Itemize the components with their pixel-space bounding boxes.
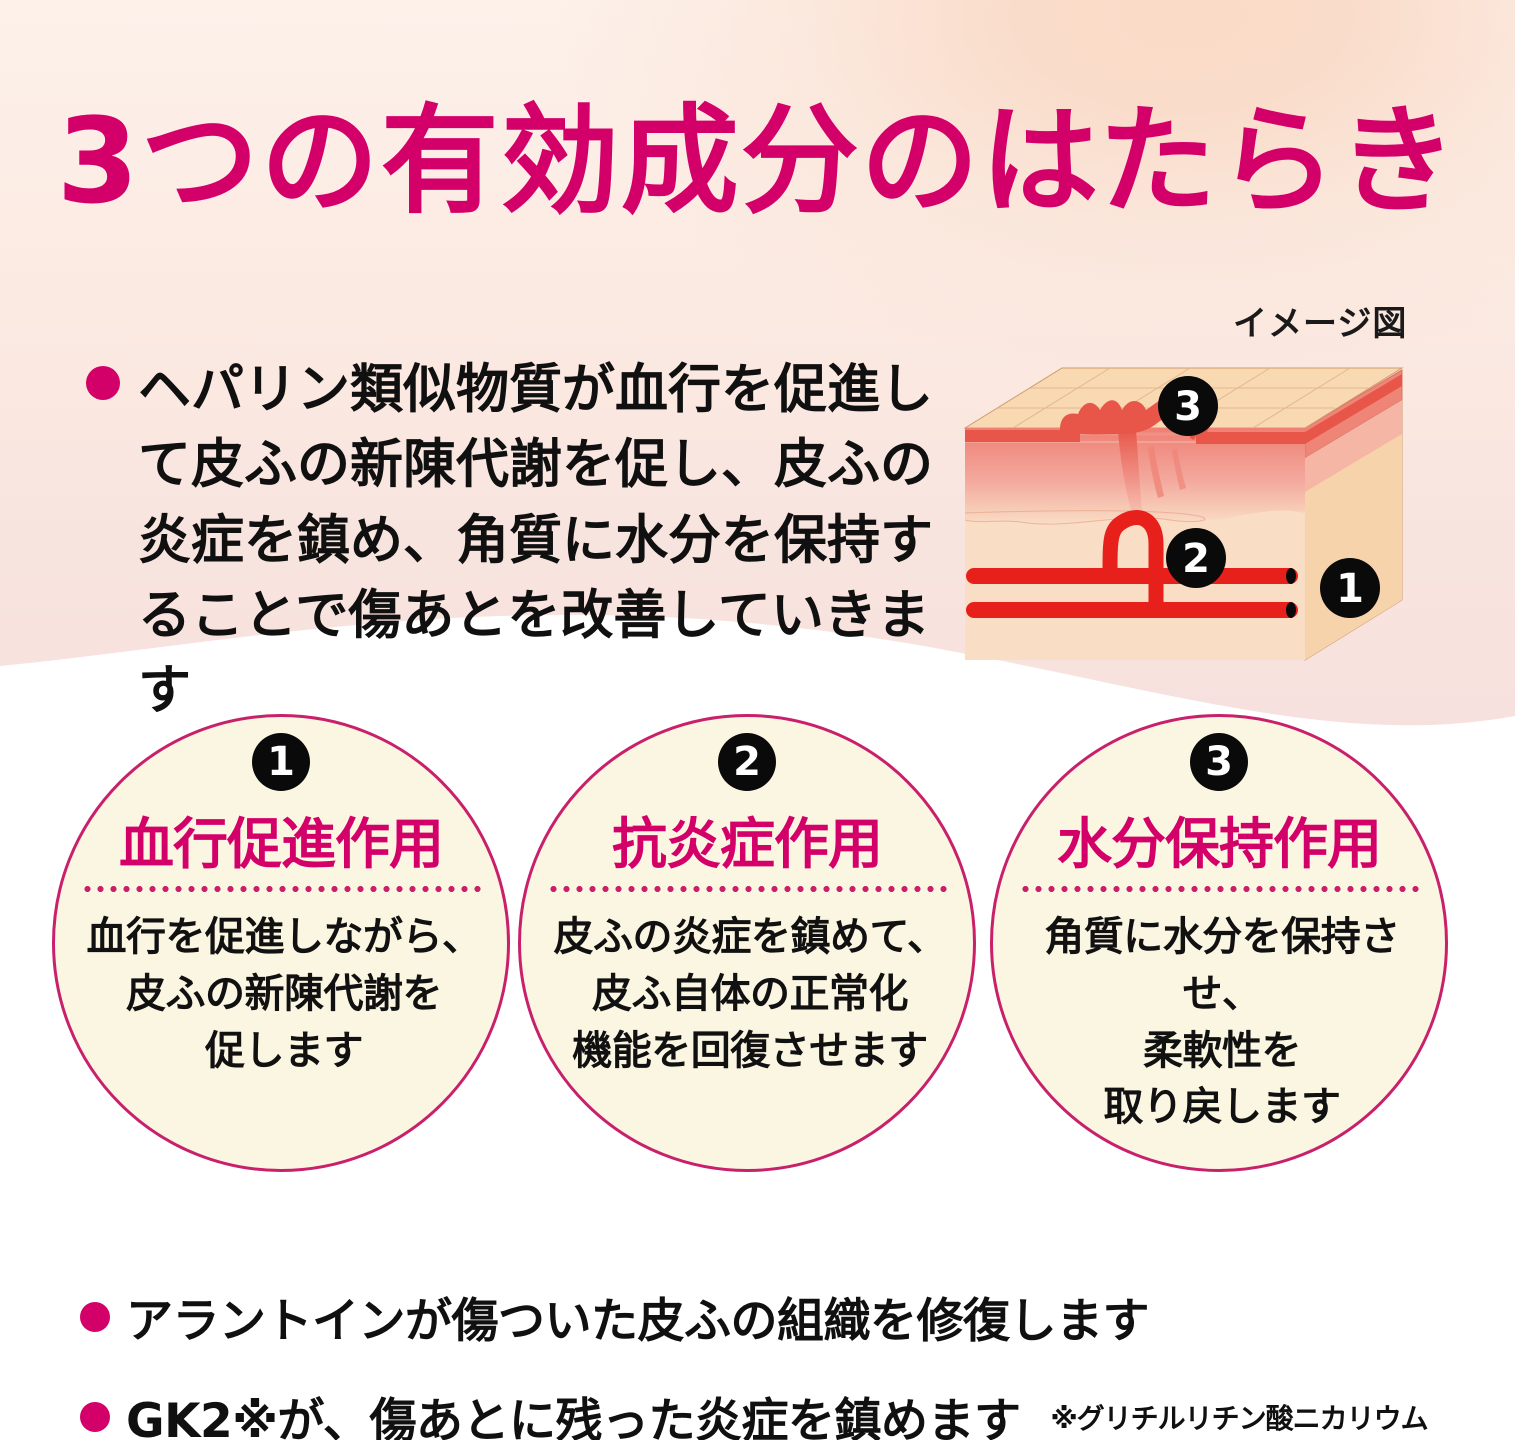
benefit-divider-2 — [547, 885, 953, 893]
benefit-title-1: 血行促進作用 — [118, 812, 444, 876]
benefit-body-3: 角質に水分を保持させ、 柔軟性を 取り戻します — [1044, 914, 1400, 1131]
svg-text:3: 3 — [1174, 384, 1202, 430]
footer-bullet-2-note: ※グリチルリチン酸ニカリウム — [1050, 1401, 1428, 1435]
lead-paragraph-text: ヘパリン類似物質が血行を促進して皮ふの新陳代謝を促し、皮ふの炎症を鎮め、角質に水… — [138, 359, 933, 721]
benefit-circle-3[interactable]: 3 水分保持作用 角質に水分を保持させ、 柔軟性を 取り戻します — [990, 714, 1448, 1172]
benefit-body-1: 血行を促進しながら、 皮ふの新陳代謝を 促します — [86, 914, 483, 1074]
footer-bullet-1: アラントインが傷ついた皮ふの組織を修復します — [80, 1282, 1500, 1351]
benefit-title-2: 抗炎症作用 — [611, 812, 883, 876]
diagram-caption: イメージ図 — [1233, 304, 1408, 344]
benefit-badge-2: 2 — [718, 733, 776, 791]
diagram-marker-2: 2 — [1166, 528, 1226, 588]
bullet-dot-icon — [80, 1301, 110, 1332]
svg-text:2: 2 — [1182, 536, 1210, 582]
benefit-divider-3 — [1019, 885, 1425, 893]
diagram-marker-3: 3 — [1158, 376, 1218, 436]
skin-cross-section-diagram: 3 2 1 — [963, 367, 1404, 661]
benefit-divider-1 — [81, 885, 487, 893]
benefit-badge-1: 1 — [252, 733, 310, 791]
footer-bullet-2: GK2※が、傷あとに残った炎症を鎮めます ※グリチルリチン酸ニカリウム — [80, 1382, 1500, 1440]
svg-text:1: 1 — [1336, 566, 1364, 612]
benefit-circle-2[interactable]: 2 抗炎症作用 皮ふの炎症を鎮めて、 皮ふ自体の正常化 機能を回復させます — [518, 714, 976, 1172]
bullet-dot-icon — [86, 366, 120, 400]
benefit-circle-1[interactable]: 1 血行促進作用 血行を促進しながら、 皮ふの新陳代謝を 促します — [52, 714, 510, 1172]
footer-bullet-1-text: アラントインが傷ついた皮ふの組織を修復します — [126, 1294, 1150, 1349]
footer-bullet-2-text: GK2※が、傷あとに残った炎症を鎮めます — [126, 1394, 1021, 1440]
benefit-badge-3: 3 — [1190, 733, 1248, 791]
diagram-marker-1: 1 — [1320, 558, 1380, 618]
bullet-dot-icon — [80, 1401, 110, 1432]
benefit-body-2: 皮ふの炎症を鎮めて、 皮ふ自体の正常化 機能を回復させます — [553, 914, 948, 1074]
page-title: 3つの有効成分のはたらき — [56, 92, 1459, 230]
benefit-title-3: 水分保持作用 — [1056, 812, 1382, 876]
lead-paragraph: ヘパリン類似物質が血行を促進して皮ふの新陳代謝を促し、皮ふの炎症を鎮め、角質に水… — [86, 352, 966, 728]
